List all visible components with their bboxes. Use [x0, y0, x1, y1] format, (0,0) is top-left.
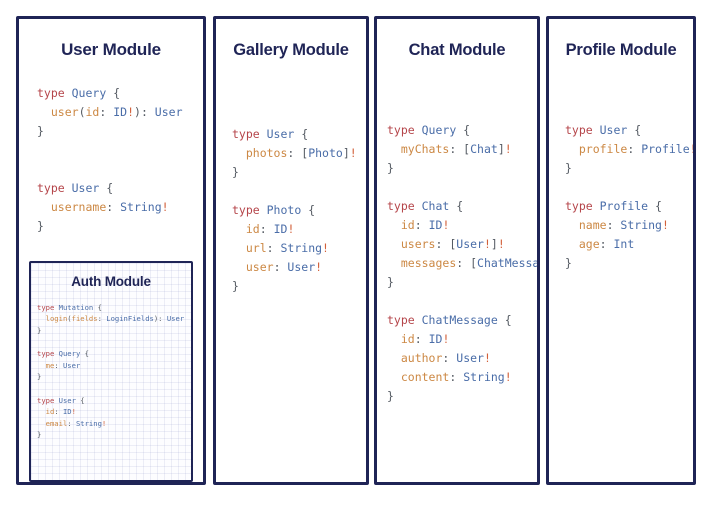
- code-line: }: [37, 218, 44, 233]
- code-blank-line: [387, 292, 537, 311]
- module-panel-profile[interactable]: Profile Module type User { profile: Prof…: [546, 16, 696, 485]
- code-line: login(fields: LoginFields): User: [45, 314, 185, 324]
- code-line: }: [37, 123, 44, 138]
- panel-title-chat: Chat Module: [408, 41, 506, 59]
- code-line: type Mutation {: [37, 302, 102, 312]
- code-area-gallery: type User { photos: [Photo]!}type Photo …: [216, 59, 366, 296]
- code-blank-line: [37, 383, 191, 395]
- schema-code-chat: type Query { myChats: [Chat]!}type Chat …: [387, 121, 537, 406]
- code-line: }: [565, 256, 572, 271]
- code-line: }: [37, 430, 42, 440]
- code-line: username: String!: [50, 199, 169, 214]
- code-line: photos: [Photo]!: [245, 146, 357, 161]
- code-line: }: [387, 275, 394, 290]
- code-line: author: User!: [400, 351, 491, 366]
- code-line: age: Int: [578, 237, 635, 252]
- code-line: }: [387, 161, 394, 176]
- code-blank-line: [37, 141, 203, 160]
- code-area-user: type Query { user(id: ID!): User}type Us…: [19, 60, 203, 236]
- code-area-auth: type Mutation { login(fields: LoginField…: [31, 290, 191, 441]
- code-blank-line: [232, 182, 366, 201]
- code-line: content: String!: [400, 370, 512, 385]
- code-line: email: String!: [45, 418, 107, 428]
- panel-title-auth: Auth Module: [71, 274, 151, 289]
- code-line: id: ID!: [45, 407, 76, 417]
- code-line: url: String!: [245, 241, 329, 256]
- code-line: myChats: [Chat]!: [400, 142, 512, 157]
- code-line: type Query {: [37, 85, 121, 100]
- code-area-chat: type Query { myChats: [Chat]!}type Chat …: [377, 59, 537, 406]
- schema-type-definition: type Query { me: User}: [37, 348, 191, 383]
- module-panel-gallery[interactable]: Gallery Module type User { photos: [Phot…: [213, 16, 369, 485]
- schema-code-gallery: type User { photos: [Photo]!}type Photo …: [232, 125, 366, 296]
- code-line: type User {: [37, 395, 85, 405]
- code-line: id: ID!: [400, 218, 450, 233]
- code-line: type User {: [37, 180, 114, 195]
- code-line: id: ID!: [400, 332, 450, 347]
- code-blank-line: [37, 337, 191, 349]
- code-blank-line: [565, 178, 693, 197]
- schema-type-definition: type Photo { id: ID! url: String! user: …: [232, 201, 366, 296]
- code-line: messages: [ChatMessage]!: [400, 256, 540, 271]
- panel-title-profile: Profile Module: [565, 41, 677, 59]
- code-line: }: [565, 161, 572, 176]
- code-line: id: ID!: [245, 222, 295, 237]
- schema-type-definition: type Profile { name: String! age: Int}: [565, 197, 693, 273]
- schema-type-definition: type Query { myChats: [Chat]!}: [387, 121, 537, 178]
- code-line: }: [37, 326, 42, 336]
- code-line: name: String!: [578, 218, 669, 233]
- code-blank-line: [387, 178, 537, 197]
- schema-code-auth: type Mutation { login(fields: LoginField…: [37, 302, 191, 441]
- code-line: type Chat {: [387, 199, 464, 214]
- schema-type-definition: type Query { user(id: ID!): User}: [37, 84, 203, 141]
- module-panel-user[interactable]: User Module type Query { user(id: ID!): …: [16, 16, 206, 485]
- code-line: type User {: [232, 127, 309, 142]
- schema-type-definition: type ChatMessage { id: ID! author: User!…: [387, 311, 537, 406]
- code-line: type Profile {: [565, 199, 662, 214]
- schema-type-definition: type Chat { id: ID! users: [User!]! mess…: [387, 197, 537, 292]
- module-panel-auth[interactable]: Auth Module type Mutation { login(fields…: [29, 261, 193, 482]
- code-line: type Query {: [37, 349, 89, 359]
- code-line: user(id: ID!): User: [50, 104, 183, 119]
- code-line: type ChatMessage {: [387, 313, 512, 328]
- module-panel-chat[interactable]: Chat Module type Query { myChats: [Chat]…: [374, 16, 540, 485]
- code-line: }: [232, 279, 239, 294]
- schema-type-definition: type User { username: String!}: [37, 179, 203, 236]
- code-line: user: User!: [245, 260, 323, 275]
- code-blank-line: [37, 160, 203, 179]
- schema-type-definition: type User { photos: [Photo]!}: [232, 125, 366, 182]
- code-line: type Photo {: [232, 203, 316, 218]
- panel-title-user: User Module: [61, 40, 161, 59]
- code-line: }: [387, 389, 394, 404]
- schema-code-profile: type User { profile: Profile!}type Profi…: [565, 121, 693, 273]
- code-line: users: [User!]!: [400, 237, 505, 252]
- code-line: type User {: [565, 123, 642, 138]
- code-area-profile: type User { profile: Profile!}type Profi…: [549, 59, 693, 273]
- schema-type-definition: type User { id: ID! email: String!}: [37, 395, 191, 441]
- schema-type-definition: type User { profile: Profile!}: [565, 121, 693, 178]
- code-line: type Query {: [387, 123, 471, 138]
- code-line: }: [232, 165, 239, 180]
- code-line: }: [37, 372, 42, 382]
- code-line: profile: Profile!: [578, 142, 696, 157]
- panel-title-gallery: Gallery Module: [233, 41, 349, 59]
- schema-type-definition: type Mutation { login(fields: LoginField…: [37, 302, 191, 337]
- code-line: me: User: [45, 360, 81, 370]
- schema-code-user: type Query { user(id: ID!): User}type Us…: [37, 84, 203, 236]
